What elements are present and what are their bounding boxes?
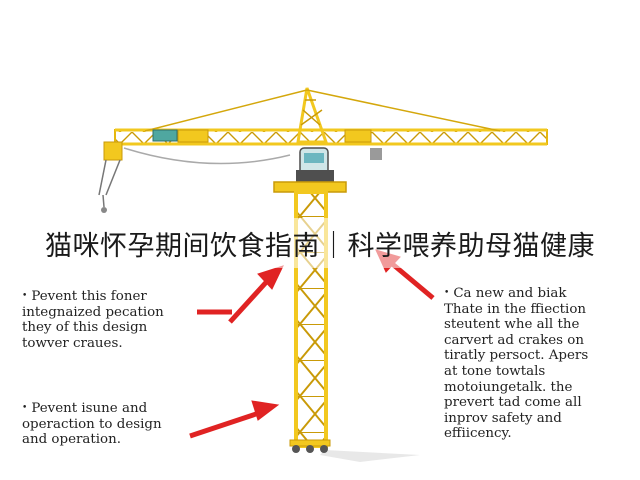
annotation-left-top: •Pevent this foner integnaized pecation … (22, 289, 207, 351)
annotation-text: Pevent isune and operaction to design an… (22, 401, 162, 448)
annotation-right: •Ca new and biak Thate in the ffiection … (444, 286, 624, 442)
machinery-box-teal (152, 129, 178, 142)
crane-peak (296, 87, 329, 144)
annotation-text: Ca new and biak Thate in the ffiection s… (444, 286, 589, 442)
bullet-icon: • (444, 288, 450, 298)
page-title: 猫咪怀孕期间饮食指南｜科学喂养助母猫健康 (45, 230, 595, 262)
bullet-icon: • (22, 403, 28, 413)
hoist-cable (123, 147, 291, 165)
headline-banner: 猫咪怀孕期间饮食指南｜科学喂养助母猫健康 (0, 218, 640, 268)
bullet-icon: • (22, 291, 28, 301)
trolley-and-hook (98, 141, 123, 213)
red-arrow-icon (189, 400, 280, 439)
annotation-text: Pevent this foner integnaized pecation t… (22, 289, 164, 351)
counterweight (370, 148, 382, 160)
machinery-box-yellow (177, 129, 209, 143)
crane-base (289, 439, 331, 453)
crane-shadow (320, 450, 420, 462)
crane-tie-lines (144, 89, 501, 132)
red-arrow-icon (197, 265, 284, 324)
right-jib-block (344, 129, 372, 143)
annotation-left-bottom: •Pevent isune and operaction to design a… (22, 401, 207, 448)
operator-cab (296, 147, 334, 182)
